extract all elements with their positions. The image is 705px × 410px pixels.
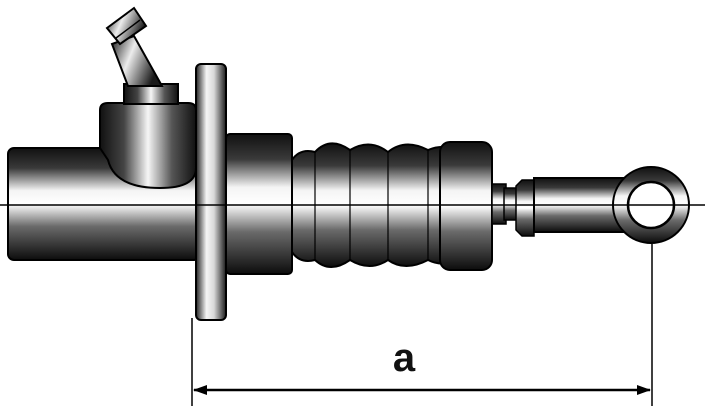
mounting-flange: [195, 63, 227, 321]
hose-nipple: [105, 6, 164, 87]
reservoir-port: [99, 83, 197, 190]
cylinder-neck: [225, 133, 293, 275]
push-rod: [491, 177, 627, 237]
boot-collar: [439, 141, 493, 271]
dimension-label: a: [392, 336, 416, 380]
